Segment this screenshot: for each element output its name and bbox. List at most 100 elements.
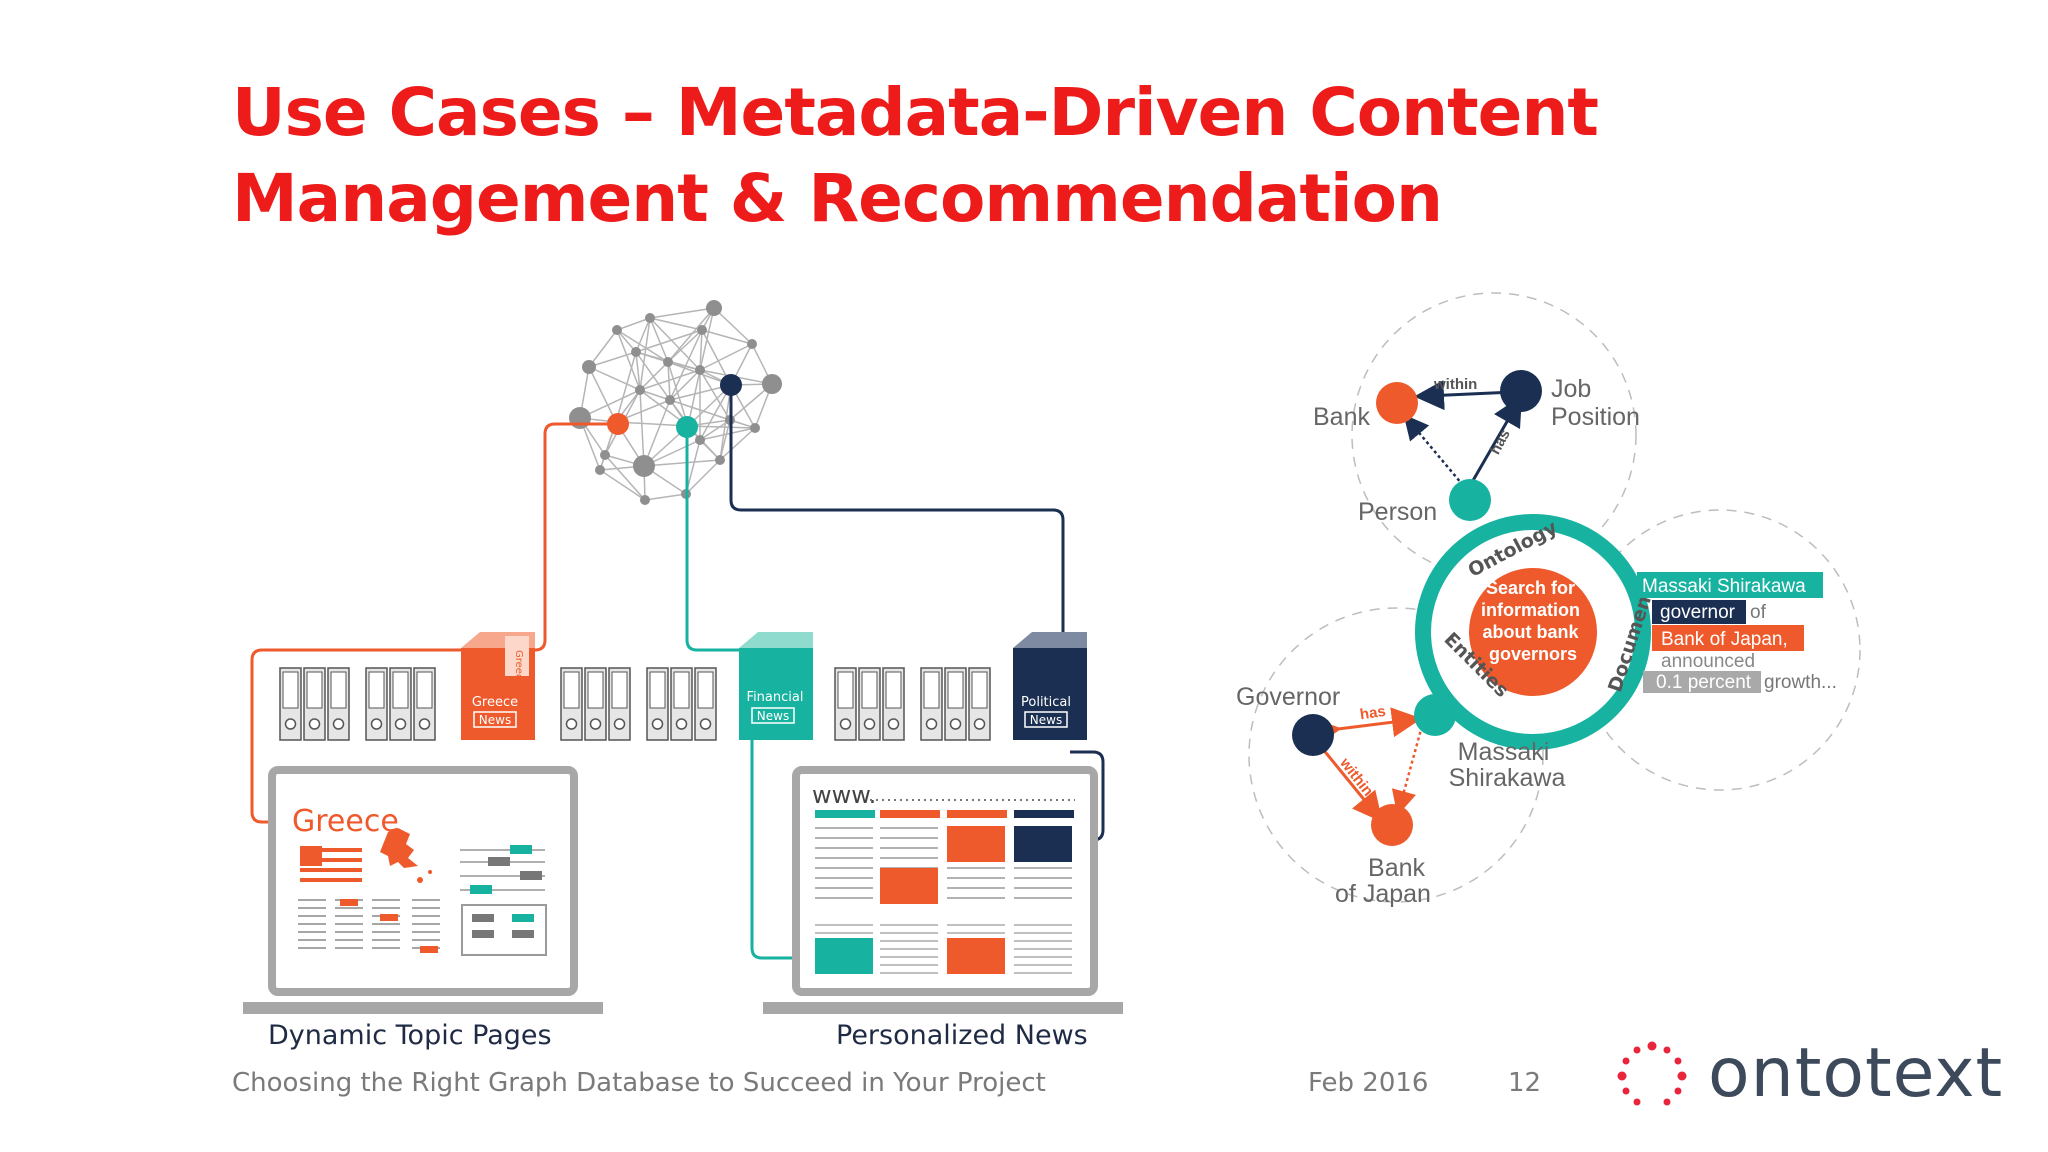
laptop-dynamic-topic: Greece bbox=[243, 766, 603, 1014]
binder-greece: Greece Greece News bbox=[461, 632, 535, 740]
binder-gray bbox=[365, 667, 388, 741]
network-node bbox=[640, 495, 650, 505]
binder-gray bbox=[670, 667, 693, 741]
semantic-diagram: Search for information about bank govern… bbox=[1236, 292, 1861, 908]
binder-gray bbox=[858, 667, 881, 741]
label-job-position: Job Position bbox=[1551, 375, 1640, 431]
node-bank-of-japan bbox=[1371, 804, 1413, 846]
network-node bbox=[750, 423, 760, 433]
browser-url-text: www. bbox=[812, 781, 876, 809]
edge-label-entities-within: within bbox=[1336, 754, 1377, 799]
network-node bbox=[762, 374, 782, 394]
binder-gray bbox=[560, 667, 583, 741]
network-node bbox=[697, 325, 707, 335]
personalized-news-caption: Personalized News bbox=[836, 1020, 1088, 1051]
network-node bbox=[582, 360, 596, 374]
binder-gray bbox=[279, 667, 302, 741]
binder-political-sub: News bbox=[1030, 713, 1062, 727]
footer-presentation-title: Choosing the Right Graph Database to Suc… bbox=[232, 1068, 1046, 1098]
binder-financial-sub: News bbox=[757, 709, 789, 723]
doc-value: 0.1 percent bbox=[1656, 672, 1752, 693]
binder-financial-label: Financial bbox=[747, 690, 804, 705]
document-snippet: Massaki Shirakawa governor of Bank of Ja… bbox=[1637, 572, 1837, 693]
binder-gray bbox=[413, 667, 436, 741]
greece-connection-line bbox=[525, 422, 618, 652]
greek-flag-icon bbox=[300, 846, 362, 882]
footer-date: Feb 2016 bbox=[1308, 1068, 1429, 1098]
edge-label-entities-has: has bbox=[1359, 703, 1387, 723]
slide-title-line-1: Use Cases – Metadata-Driven Content bbox=[232, 74, 1599, 151]
network-node bbox=[665, 395, 675, 405]
label-massaki: Massaki Shirakawa bbox=[1449, 738, 1566, 792]
binder-gray bbox=[694, 667, 717, 741]
network-node bbox=[612, 325, 622, 335]
binder-gray bbox=[944, 667, 967, 741]
node-massaki bbox=[1414, 694, 1456, 736]
binder-gray bbox=[920, 667, 943, 741]
ontotext-logo-icon bbox=[1617, 1041, 1687, 1106]
network-node bbox=[633, 455, 655, 477]
slider-widget bbox=[460, 845, 547, 956]
binder-gray bbox=[646, 667, 669, 741]
binder-gray bbox=[882, 667, 905, 741]
edge-label-within: within bbox=[1433, 376, 1477, 393]
greece-map-icon bbox=[380, 828, 432, 883]
network-node bbox=[706, 300, 722, 316]
label-bank-of-japan: Bank of Japan bbox=[1335, 854, 1432, 908]
binder-financial: Financial News bbox=[739, 632, 813, 740]
footer-page-number: 12 bbox=[1508, 1068, 1542, 1098]
network-node bbox=[747, 339, 757, 349]
node-job-position bbox=[1500, 370, 1542, 412]
binder-greece-sub: News bbox=[479, 713, 511, 727]
network-node bbox=[635, 385, 645, 395]
network-node bbox=[595, 465, 605, 475]
slide-title-line-2: Management & Recommendation bbox=[232, 160, 1443, 237]
doc-of: of bbox=[1750, 602, 1767, 623]
doc-person-name: Massaki Shirakawa bbox=[1642, 576, 1806, 597]
node-person bbox=[1449, 479, 1491, 521]
greece-page-heading: Greece bbox=[292, 804, 399, 839]
network-node bbox=[569, 407, 591, 429]
binder-gray bbox=[327, 667, 350, 741]
binder-gray bbox=[608, 667, 631, 741]
binder-greece-spine: Greece bbox=[513, 650, 524, 686]
ontotext-logo-text: ontotext bbox=[1708, 1034, 2004, 1113]
financial-laptop-line bbox=[750, 740, 815, 960]
binder-political: Political News bbox=[1013, 632, 1087, 740]
network-node bbox=[715, 455, 725, 465]
doc-rest: growth... bbox=[1764, 672, 1837, 693]
network-node bbox=[695, 365, 705, 375]
dynamic-topic-pages-caption: Dynamic Topic Pages bbox=[268, 1020, 552, 1051]
label-person: Person bbox=[1358, 498, 1437, 526]
node-bank bbox=[1376, 382, 1418, 424]
political-connection-line bbox=[729, 385, 1065, 650]
knowledge-graph-cluster bbox=[569, 300, 782, 505]
binder-shelf bbox=[279, 667, 991, 741]
entities-dashed-circle bbox=[1248, 607, 1544, 903]
laptop-personalized-news: www. bbox=[763, 766, 1123, 1014]
slide-title: Use Cases – Metadata-Driven Content Mana… bbox=[232, 70, 1732, 242]
center-query-bubble bbox=[1469, 568, 1597, 696]
binder-political-label: Political bbox=[1021, 695, 1071, 710]
label-bank: Bank bbox=[1313, 403, 1370, 431]
binder-gray bbox=[389, 667, 412, 741]
binder-gray bbox=[584, 667, 607, 741]
doc-verb: announced bbox=[1661, 651, 1755, 672]
doc-role: governor bbox=[1660, 602, 1736, 623]
label-governor: Governor bbox=[1236, 683, 1340, 711]
binder-greece-label: Greece bbox=[472, 695, 518, 710]
binder-gray bbox=[303, 667, 326, 741]
network-node bbox=[695, 435, 705, 445]
article-lines bbox=[298, 899, 440, 953]
binder-gray bbox=[968, 667, 991, 741]
network-node bbox=[631, 347, 641, 357]
news-columns bbox=[815, 810, 1074, 974]
network-node bbox=[663, 357, 673, 367]
center-query-text: Search for information about bank govern… bbox=[1481, 578, 1585, 664]
doc-org: Bank of Japan, bbox=[1661, 629, 1788, 650]
network-node bbox=[600, 450, 610, 460]
network-node bbox=[645, 313, 655, 323]
binder-gray bbox=[834, 667, 857, 741]
node-governor bbox=[1292, 714, 1334, 756]
